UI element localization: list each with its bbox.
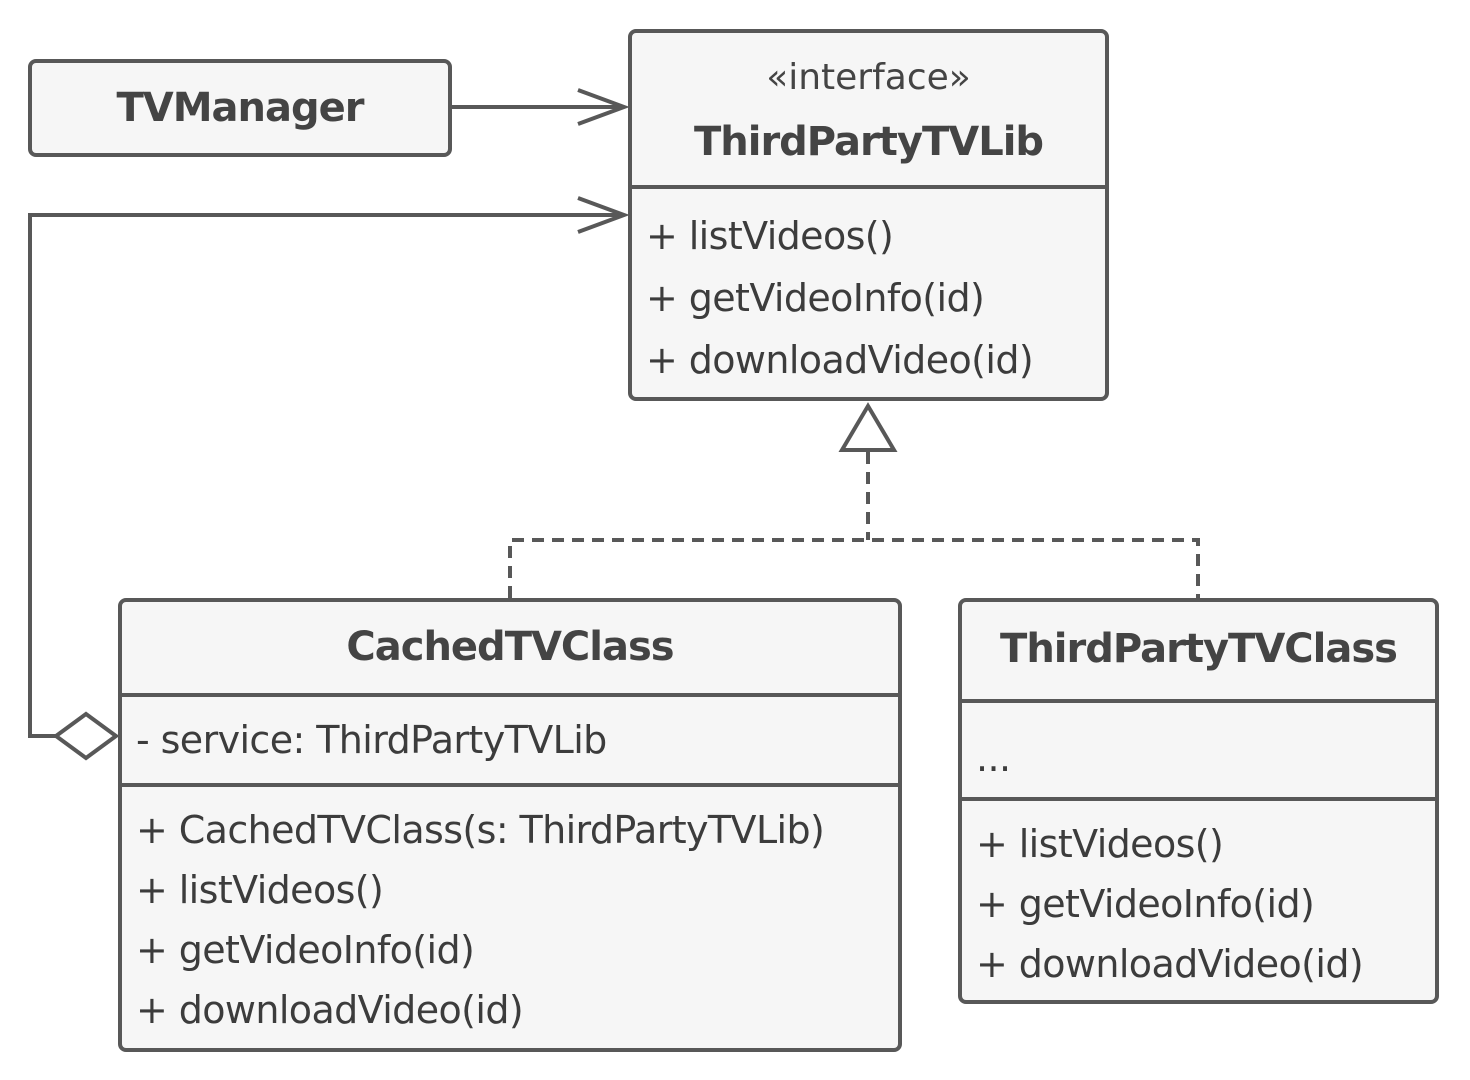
stereotype-label: «interface» [766, 57, 971, 98]
method-list-videos: + listVideos() [646, 214, 894, 258]
hollow-triangle-arrowhead [838, 402, 898, 452]
open-arrowhead [577, 196, 630, 234]
method-download-video: + downloadVideo(id) [136, 988, 524, 1032]
interface-thirdpartytvlib[interactable]: «interface» ThirdPartyTVLib + listVideos… [628, 29, 1109, 401]
method-get-video-info: + getVideoInfo(id) [646, 276, 985, 320]
field-ellipsis: ... [976, 736, 1011, 780]
interface-name: ThirdPartyTVLib [693, 119, 1044, 165]
method-list-videos: + listVideos() [976, 822, 1224, 866]
association-tvmanager-to-interface [452, 88, 630, 126]
fields-section: - service: ThirdPartyTVLib [122, 693, 898, 783]
methods-section: + CachedTVClass(s: ThirdPartyTVLib) + li… [122, 783, 898, 1048]
class-name: TVManager [116, 85, 365, 131]
aggregation-cached-to-interface [28, 196, 630, 761]
methods-section: + listVideos() + getVideoInfo(id) + down… [962, 797, 1435, 1000]
field-service: - service: ThirdPartyTVLib [136, 718, 607, 762]
class-thirdpartytvclass[interactable]: ThirdPartyTVClass ... + listVideos() + g… [958, 598, 1439, 1004]
class-tvmanager[interactable]: TVManager [28, 59, 452, 157]
class-cachedtvclass[interactable]: CachedTVClass - service: ThirdPartyTVLib… [118, 598, 902, 1052]
methods-section: + listVideos() + getVideoInfo(id) + down… [632, 185, 1105, 397]
aggregation-line [28, 213, 624, 738]
realization-branch [508, 538, 1200, 598]
method-get-video-info: + getVideoInfo(id) [136, 928, 475, 972]
class-name: ThirdPartyTVClass [1000, 626, 1398, 672]
method-constructor: + CachedTVClass(s: ThirdPartyTVLib) [136, 808, 825, 852]
open-arrowhead [577, 88, 630, 126]
method-list-videos: + listVideos() [136, 868, 384, 912]
method-get-video-info: + getVideoInfo(id) [976, 882, 1315, 926]
realization-to-interface [508, 402, 1200, 598]
class-name: CachedTVClass [346, 624, 674, 670]
interface-header: «interface» ThirdPartyTVLib [632, 33, 1105, 185]
fields-section: ... [962, 699, 1435, 797]
aggregation-diamond [52, 711, 120, 761]
method-download-video: + downloadVideo(id) [646, 338, 1034, 382]
class-header: CachedTVClass [122, 602, 898, 693]
class-header: ThirdPartyTVClass [962, 602, 1435, 699]
method-download-video: + downloadVideo(id) [976, 942, 1364, 986]
